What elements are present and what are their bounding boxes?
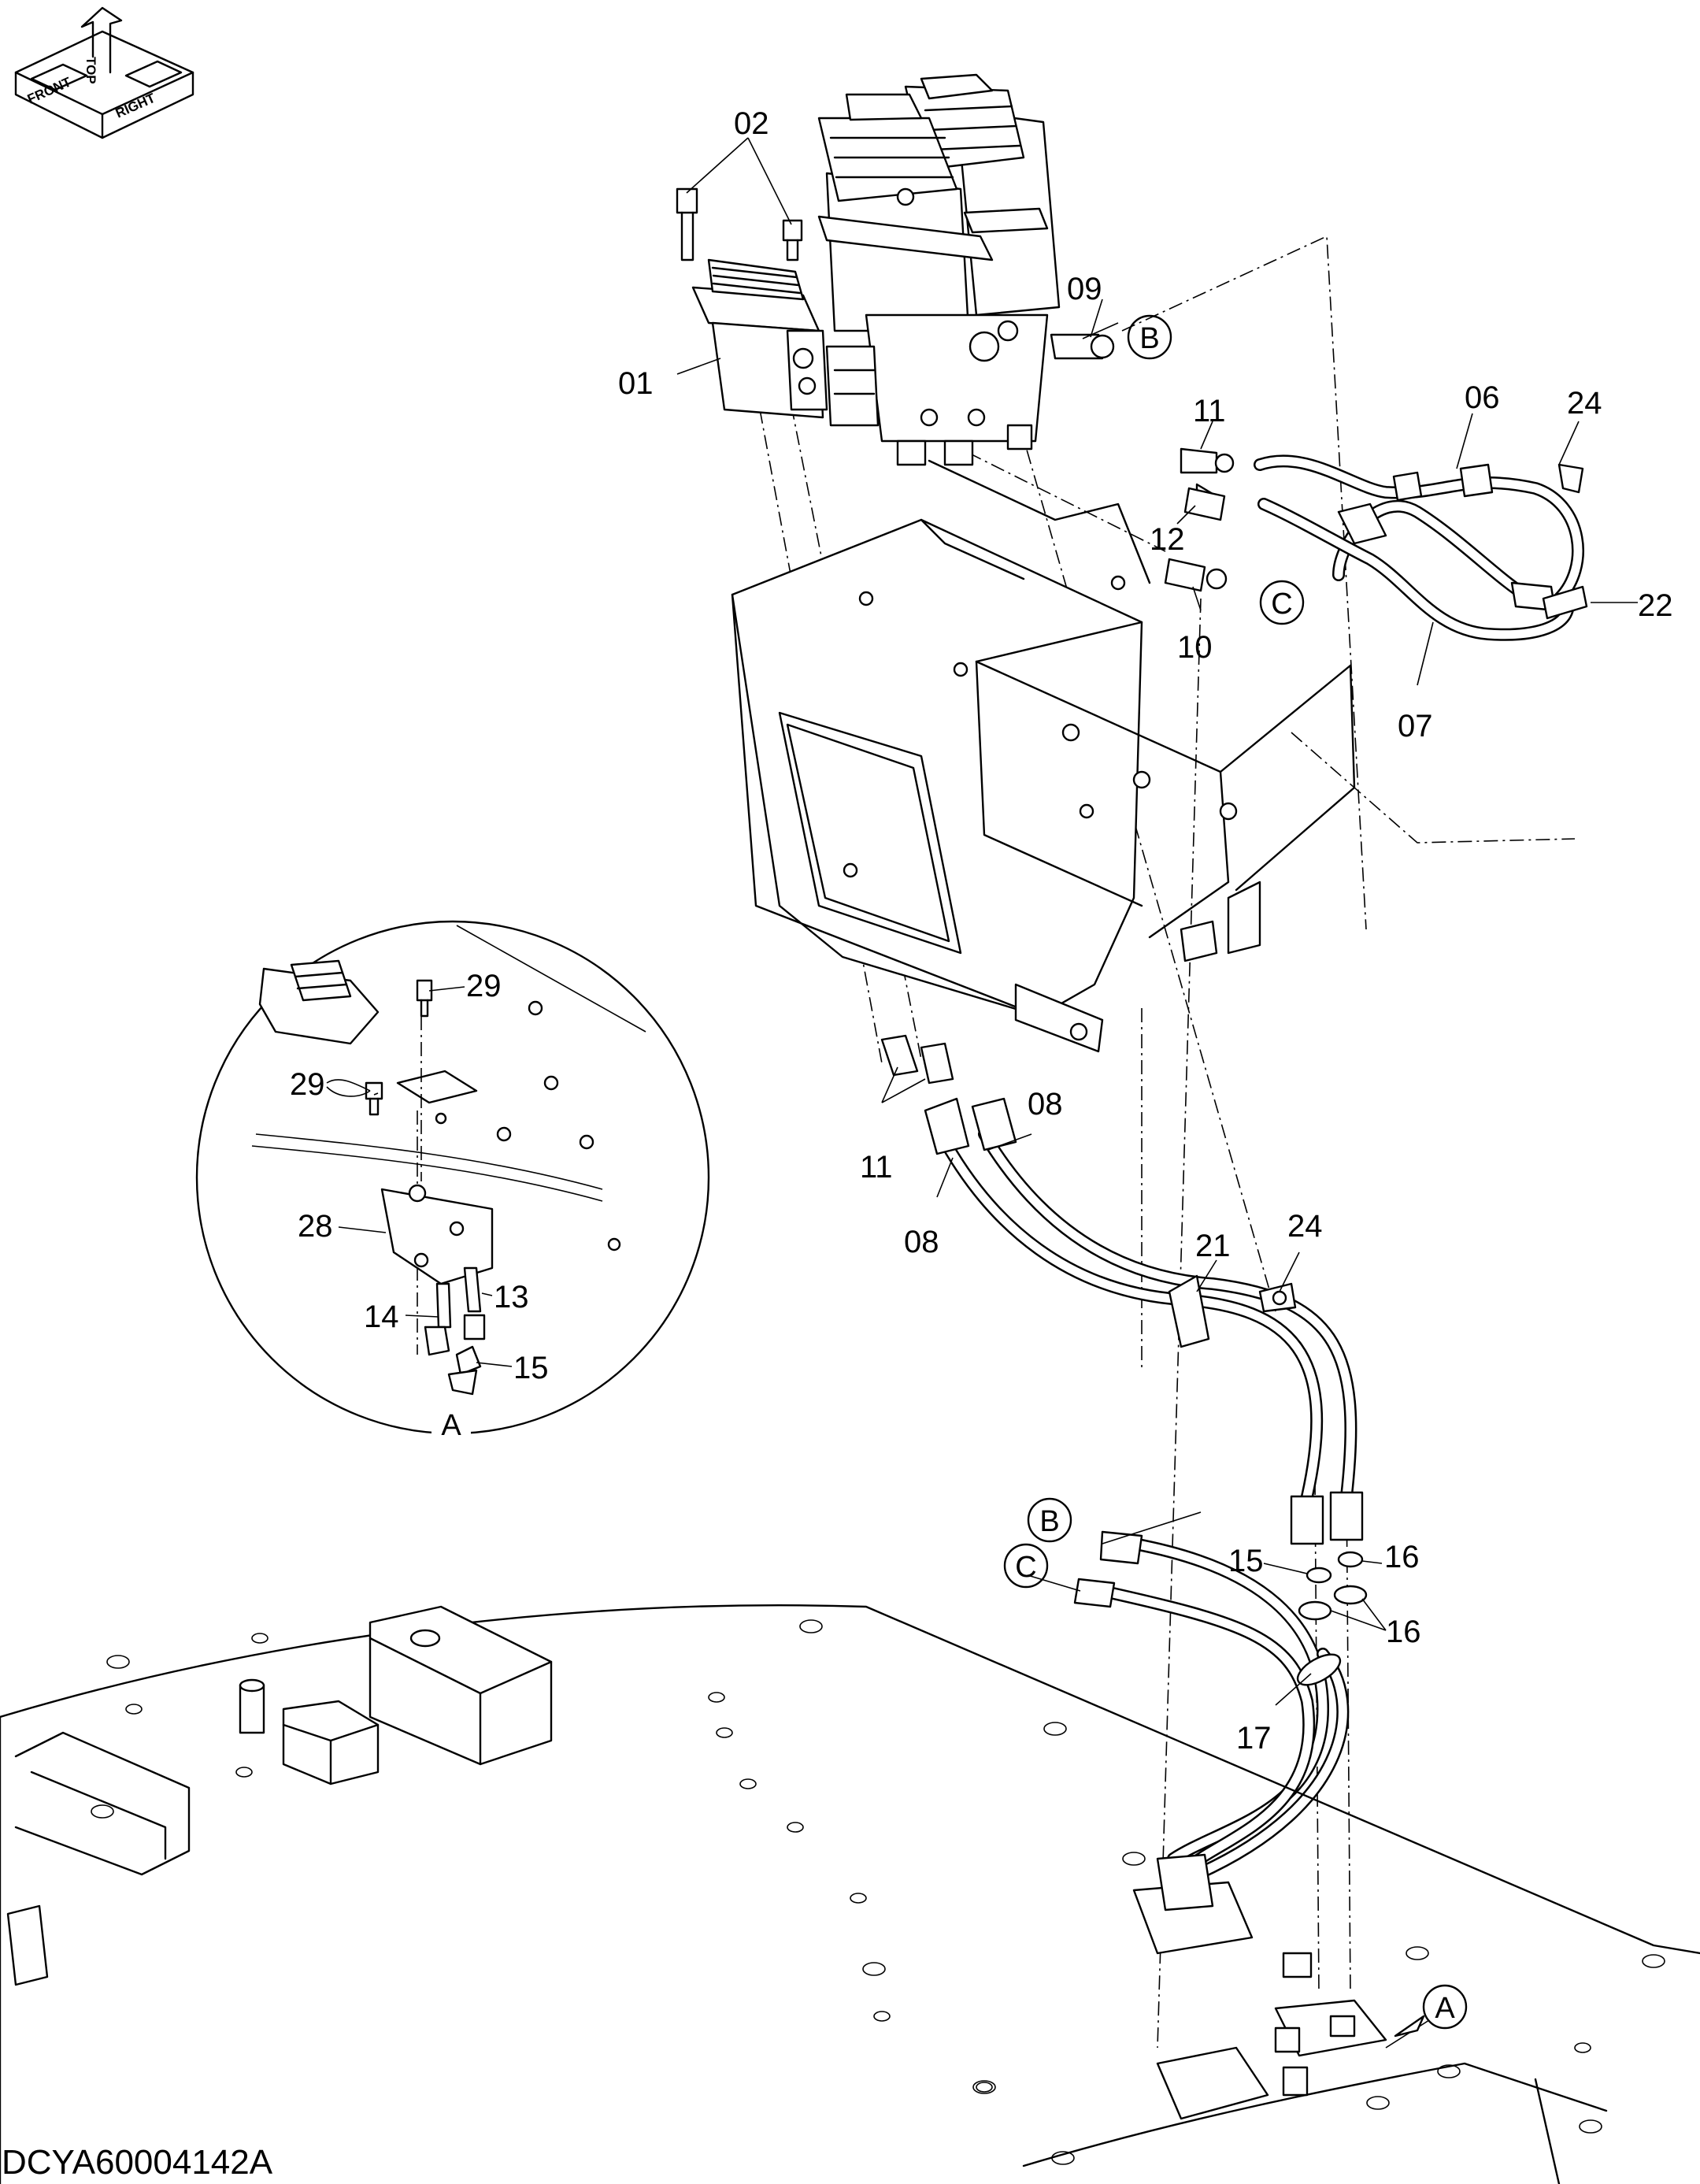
part-label-23: 17 — [1236, 1721, 1272, 1756]
part-label-11-lower: 11 — [860, 1150, 893, 1185]
part-label-29-left: 29 — [290, 1067, 325, 1102]
detail-view-a — [195, 920, 710, 1435]
part-label-08-upper: 08 — [1028, 1087, 1063, 1122]
ref-c-bottom: C — [1015, 1551, 1036, 1584]
hoses-06-07 — [1254, 454, 1588, 641]
part-label-09: 09 — [1067, 272, 1102, 306]
part-label-08-lower: 08 — [904, 1225, 939, 1259]
ref-a-pointer: A — [1435, 1992, 1455, 2025]
part-label-12: 12 — [1150, 522, 1185, 557]
hoses-lower — [1073, 1530, 1350, 1955]
ref-b-top: B — [1139, 322, 1159, 355]
solenoid-block — [691, 258, 828, 419]
part-label-07: 07 — [1398, 709, 1433, 743]
part-label-17: 16 — [1386, 1615, 1421, 1649]
detail-view-label: A — [441, 1409, 461, 1442]
part-label-16-left: 15 — [1228, 1544, 1264, 1578]
bolts-02 — [676, 187, 803, 261]
drawing-code: DCYA60004142A — [2, 2143, 273, 2182]
reference-markers: B C B C A A — [431, 314, 1468, 2038]
console-bracket — [731, 459, 1356, 1053]
orientation-icon: FRONT TOP RIGHT — [14, 6, 194, 139]
fittings-top — [1050, 333, 1235, 592]
part-label-11-top: 11 — [1193, 394, 1226, 428]
orientation-right-label: RIGHT — [113, 91, 158, 121]
part-label-28: 28 — [298, 1209, 333, 1244]
part-label-01: 01 — [618, 366, 654, 401]
part-label-02: 02 — [734, 106, 769, 141]
ref-c-top: C — [1271, 588, 1292, 621]
hoses-08 — [880, 1034, 1364, 1545]
part-label-22: 22 — [1638, 588, 1673, 623]
part-label-24-mid: 24 — [1287, 1209, 1323, 1244]
pilot-valve-assembly — [817, 73, 1061, 466]
part-label-24-top: 24 — [1567, 386, 1602, 421]
leader-lines — [338, 137, 1638, 2049]
part-label-10: 10 — [1177, 630, 1213, 665]
part-label-14: 14 — [364, 1300, 399, 1334]
ref-b-bottom: B — [1039, 1505, 1059, 1538]
part-label-15: 15 — [513, 1351, 549, 1385]
part-number-labels: 02 01 09 11 12 10 06 24 22 07 08 11 08 2… — [290, 106, 1673, 1756]
part-label-06: 06 — [1465, 380, 1500, 415]
part-label-13: 13 — [494, 1280, 529, 1314]
part-label-29-top: 29 — [466, 969, 502, 1003]
floor-plate — [0, 1604, 1700, 2184]
orientation-top-label: TOP — [83, 57, 98, 84]
part-label-21: 21 — [1195, 1229, 1231, 1263]
part-label-16-right: 16 — [1384, 1540, 1420, 1574]
washers — [1298, 1551, 1368, 1621]
